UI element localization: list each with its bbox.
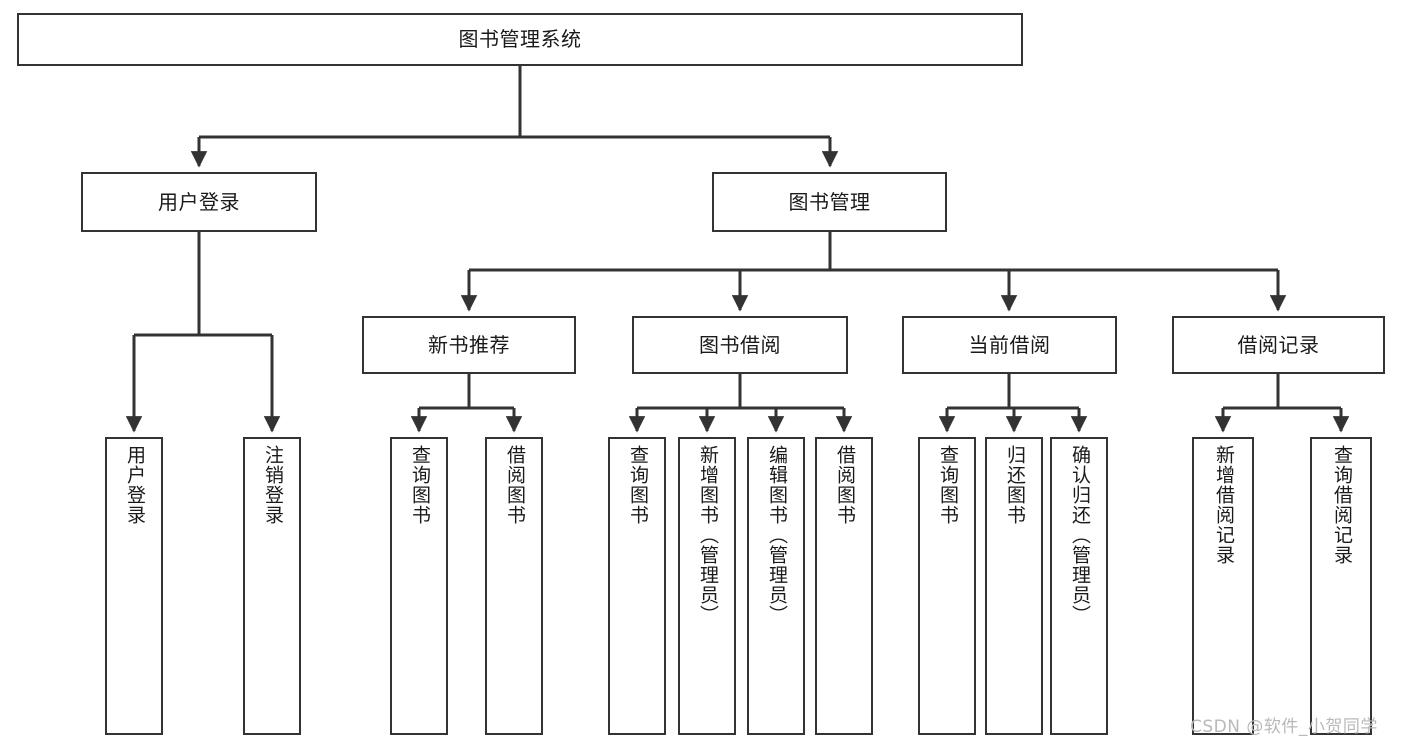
node-label: 借阅图书 xyxy=(833,445,856,525)
node-leaf-add-book-admin[interactable]: 新增图书（管理员） xyxy=(678,437,736,735)
node-root-system[interactable]: 图书管理系统 xyxy=(17,13,1023,66)
node-leaf-query-book-recommend[interactable]: 查询图书 xyxy=(390,437,448,735)
node-label: 图书借阅 xyxy=(699,332,781,357)
node-label: 查询借阅记录 xyxy=(1330,445,1353,565)
node-label: 查询图书 xyxy=(936,445,959,525)
node-leaf-query-book[interactable]: 查询图书 xyxy=(608,437,666,735)
node-label: 图书管理 xyxy=(788,189,871,214)
node-leaf-borrow-book[interactable]: 借阅图书 xyxy=(815,437,873,735)
node-label: 确认归还（管理员） xyxy=(1068,445,1091,625)
node-leaf-borrow-book-recommend[interactable]: 借阅图书 xyxy=(485,437,543,735)
node-label: 新增借阅记录 xyxy=(1212,445,1235,565)
node-leaf-return-book[interactable]: 归还图书 xyxy=(985,437,1043,735)
node-book-management[interactable]: 图书管理 xyxy=(712,172,947,232)
node-leaf-edit-book-admin[interactable]: 编辑图书（管理员） xyxy=(747,437,805,735)
node-label: 图书管理系统 xyxy=(458,27,582,52)
node-leaf-add-borrow-record[interactable]: 新增借阅记录 xyxy=(1192,437,1254,735)
node-label: 查询图书 xyxy=(408,445,431,525)
node-user-login[interactable]: 用户登录 xyxy=(81,172,317,232)
node-leaf-user-login[interactable]: 用户登录 xyxy=(105,437,163,735)
node-label: 用户登录 xyxy=(123,445,146,525)
node-new-book-recommend[interactable]: 新书推荐 xyxy=(362,316,576,374)
node-label: 借阅记录 xyxy=(1237,332,1320,357)
node-label: 注销登录 xyxy=(261,445,284,525)
node-label: 新增图书（管理员） xyxy=(696,445,719,625)
node-label: 用户登录 xyxy=(158,189,240,214)
node-leaf-logout[interactable]: 注销登录 xyxy=(243,437,301,735)
node-leaf-query-book-current[interactable]: 查询图书 xyxy=(918,437,976,735)
node-borrow-record[interactable]: 借阅记录 xyxy=(1172,316,1385,374)
node-current-borrow[interactable]: 当前借阅 xyxy=(902,316,1117,374)
node-leaf-confirm-return-admin[interactable]: 确认归还（管理员） xyxy=(1050,437,1108,735)
node-book-borrow[interactable]: 图书借阅 xyxy=(632,316,848,374)
node-label: 新书推荐 xyxy=(428,332,510,357)
node-label: 借阅图书 xyxy=(503,445,526,525)
node-leaf-query-borrow-record[interactable]: 查询借阅记录 xyxy=(1310,437,1372,735)
node-label: 归还图书 xyxy=(1003,445,1026,525)
node-label: 编辑图书（管理员） xyxy=(765,445,788,625)
node-label: 查询图书 xyxy=(626,445,649,525)
node-label: 当前借阅 xyxy=(968,332,1051,357)
csdn-watermark: CSDN @软件_小贺同学 xyxy=(1190,717,1378,737)
